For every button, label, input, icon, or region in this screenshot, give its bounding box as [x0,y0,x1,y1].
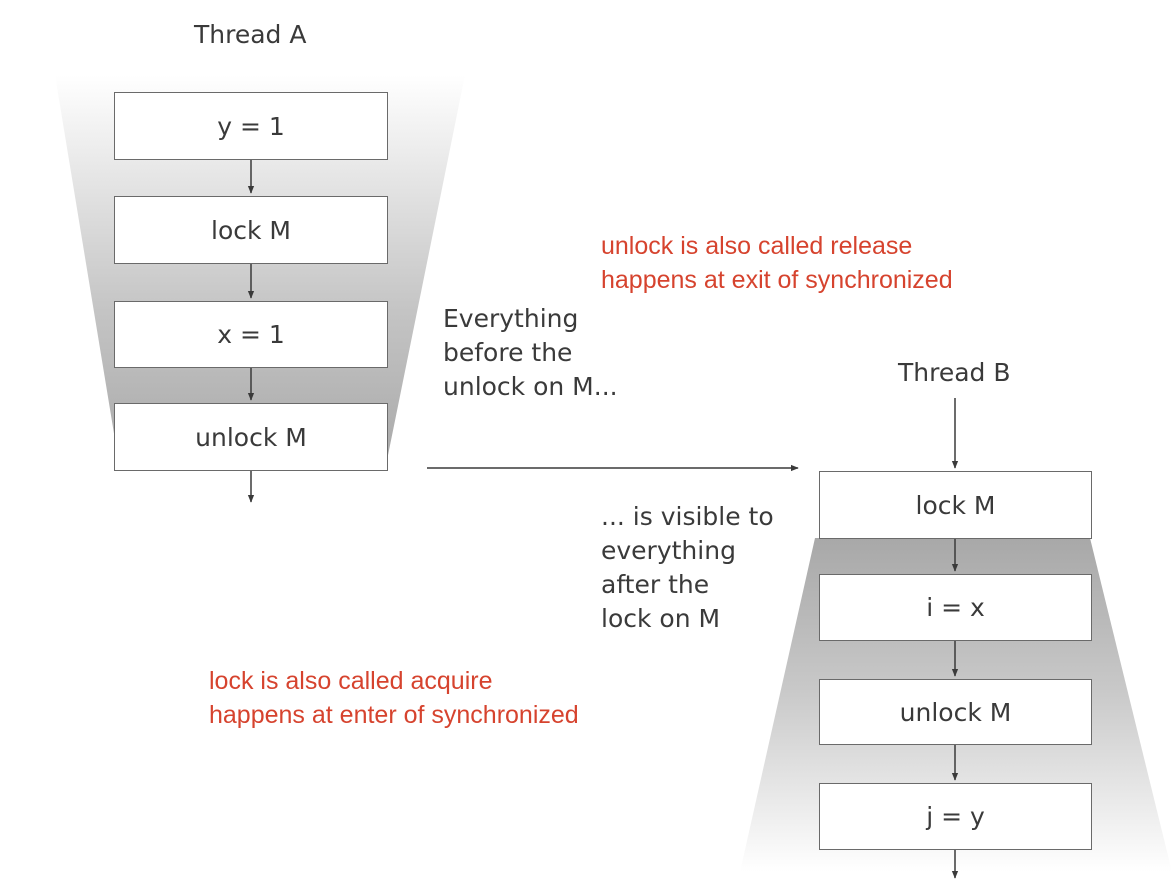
thread-a-step-4: unlock M [114,403,388,471]
caption-after-lock: ... is visible to everything after the l… [601,500,774,636]
thread-b-step-1: lock M [819,471,1092,539]
thread-b-step-4: j = y [819,783,1092,850]
caption-before-line-3: unlock on M... [443,372,618,401]
thread-a-step-1: y = 1 [114,92,388,160]
thread-a-funnel [55,75,465,470]
note-acquire: lock is also called acquire happens at e… [209,664,579,732]
thread-b-step-2: i = x [819,574,1092,641]
note-acquire-line-2: happens at enter of synchronized [209,701,579,729]
caption-after-line-3: after the [601,570,710,599]
thread-a-title: Thread A [194,20,307,49]
note-release-line-2: happens at exit of synchronized [601,266,953,294]
caption-after-line-4: lock on M [601,604,721,633]
note-acquire-line-1: lock is also called acquire [209,667,493,695]
caption-after-line-2: everything [601,536,736,565]
caption-before-line-2: before the [443,338,573,367]
thread-b-step-3: unlock M [819,679,1092,745]
caption-before-line-1: Everything [443,304,579,333]
caption-before-unlock: Everything before the unlock on M... [443,302,618,404]
thread-a-step-2: lock M [114,196,388,264]
thread-a-step-3: x = 1 [114,301,388,368]
note-release-line-1: unlock is also called release [601,232,913,260]
thread-b-title: Thread B [898,358,1011,387]
caption-after-line-1: ... is visible to [601,502,774,531]
note-release: unlock is also called release happens at… [601,229,953,297]
